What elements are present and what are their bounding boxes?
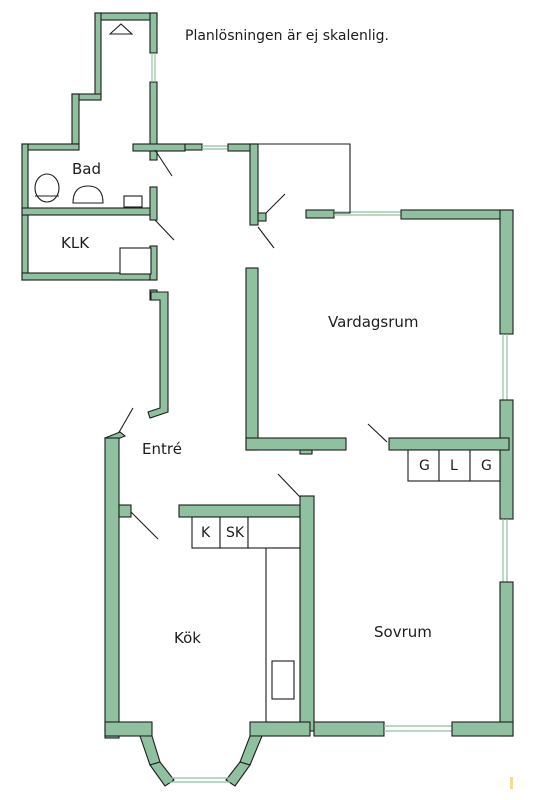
- kitchen-unit-label-sk: SK: [226, 525, 245, 541]
- room-label-klk: KLK: [61, 234, 90, 252]
- bathroom-walls: [21, 143, 186, 281]
- counter-top: [247, 516, 301, 549]
- room-label-kok: Kök: [174, 629, 201, 647]
- kitchen-unit-label-k: K: [201, 525, 211, 541]
- closet-label-3: G: [481, 458, 492, 474]
- room-label-sovrum: Sovrum: [374, 623, 432, 641]
- room-label-vardagsrum: Vardagsrum: [328, 313, 419, 331]
- closet-3: [469, 449, 501, 482]
- closet-label-2: L: [450, 458, 458, 474]
- bathroom-fixtures: [34, 173, 152, 275]
- closet-1: [407, 449, 440, 482]
- closets: G L G: [407, 449, 501, 482]
- klk-unit-icon: [119, 247, 152, 275]
- fridge-unit: [191, 516, 221, 549]
- balcony-walls: [71, 12, 158, 161]
- room-label-bad: Bad: [72, 160, 101, 178]
- storage-outline: [258, 143, 351, 214]
- drain-icon: [123, 195, 143, 208]
- sink-icon: [72, 185, 104, 204]
- closet-2: [438, 449, 471, 482]
- vent-icon: [108, 23, 134, 35]
- toilet-icon: [34, 173, 60, 203]
- stove-icon: [271, 660, 295, 700]
- door-swings: [117, 149, 388, 540]
- living-room-walls: [184, 143, 514, 520]
- bedroom-walls: [313, 519, 514, 737]
- room-label-entre: Entré: [142, 440, 182, 458]
- accent-mark: [510, 777, 513, 789]
- kitchen-fixtures: K SK: [191, 516, 301, 723]
- entrance-walls: [103, 289, 169, 443]
- scale-note: Planlösningen är ej skalenlig.: [185, 28, 389, 44]
- kitchen-walls: [104, 437, 315, 787]
- closet-label-1: G: [419, 458, 430, 474]
